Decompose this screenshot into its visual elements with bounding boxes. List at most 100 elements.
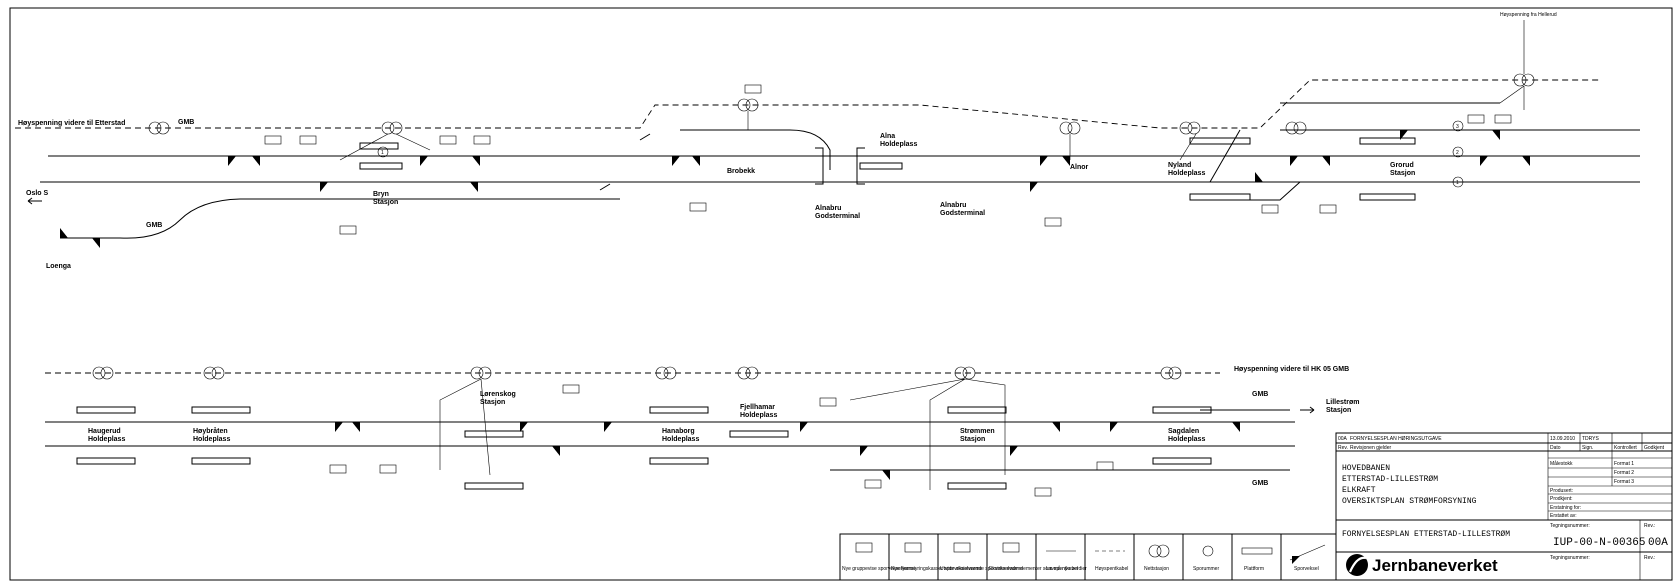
format-2: Format 2 xyxy=(1614,470,1634,476)
produsert-label: Produsert: xyxy=(1550,488,1573,494)
legend-item: Nye gruppevise sporvekselvarme xyxy=(842,566,916,572)
hv-label-left: Høyspenning videre til Etterstad xyxy=(18,120,125,127)
platform-nyland-1 xyxy=(1189,137,1251,145)
lorenskog-label: Lørenskog xyxy=(480,391,516,398)
legend-item: Sporveksel xyxy=(1294,566,1319,572)
title-line-4: OVERSIKTSPLAN STRØMFORSYNING xyxy=(1342,497,1477,506)
buffer-stop-2 xyxy=(599,133,651,191)
brobekk-label: Brobekk xyxy=(727,168,755,175)
legend-item: Nettstasjon xyxy=(1144,566,1169,572)
arrow-left-icon xyxy=(27,197,42,205)
lillestrom-label-2: Stasjon xyxy=(1326,407,1351,414)
legend-item: Sporummer xyxy=(1193,566,1219,572)
tegnr-label-2: Tegningsnummer: xyxy=(1550,555,1590,561)
hanaborg-label-2: Holdeplass xyxy=(662,436,699,443)
erstatning-label: Erstatning for: xyxy=(1550,505,1581,511)
platform-bryn xyxy=(359,162,403,170)
gmb-label-a: GMB xyxy=(1252,391,1268,398)
hv-cable-top xyxy=(15,79,1600,129)
track-numbers-bryn xyxy=(377,120,1464,188)
hdr-desc: Revisjonen gjelder xyxy=(1350,445,1391,451)
bottom-section: Høyspenning videre til HK 05 GMB Haugeru… xyxy=(45,366,1359,497)
loenga-label: Loenga xyxy=(46,263,71,270)
tegnr-label: Tegningsnummer: xyxy=(1550,523,1590,529)
buffer-stop xyxy=(815,147,865,185)
platforms-bottom xyxy=(76,406,1212,490)
track-loenga xyxy=(60,198,620,239)
alnabru-label-b: Alnabru xyxy=(940,202,966,209)
legend-item: Eksisterende elementer som må nye verdie… xyxy=(989,565,1087,572)
legend-item: Lavspentkabel xyxy=(1046,566,1078,572)
jernbaneverket-logo-icon xyxy=(1346,554,1368,576)
platform-nyland-2 xyxy=(1189,193,1251,201)
platform-grorud-1 xyxy=(1359,137,1416,145)
malestokk-label: Målestokk xyxy=(1550,460,1573,467)
hdr-godkj: Godkjent xyxy=(1644,445,1665,451)
legend-item: Plattform xyxy=(1244,566,1264,572)
track-number-label: 2 xyxy=(1456,150,1459,156)
drawing-frame xyxy=(9,7,1673,581)
sagdalen-label-2: Holdeplass xyxy=(1168,436,1205,443)
gmb-label-1: GMB xyxy=(178,119,194,126)
hanaborg-label: Hanaborg xyxy=(662,428,695,435)
track-number-label: 1 xyxy=(1456,180,1459,186)
rev-text: FORNYELSESPLAN HØRINGSUTGAVE xyxy=(1350,436,1442,442)
track-number-label: 3 xyxy=(1456,124,1459,130)
erstattet-label: Erstattet av: xyxy=(1550,513,1577,519)
format-3: Format 3 xyxy=(1614,479,1634,485)
nyland-label: Nyland xyxy=(1168,162,1191,169)
rev-date: 13.09.2010 xyxy=(1550,436,1575,442)
alna-label-2: Holdeplass xyxy=(880,141,917,148)
rev-value: 00A xyxy=(1648,537,1668,549)
sagdalen-label: Sagdalen xyxy=(1168,428,1199,435)
logo-text: Jernbaneverket xyxy=(1372,556,1498,575)
strommen-label-2: Stasjon xyxy=(960,436,985,443)
nyland-label-2: Holdeplass xyxy=(1168,170,1205,177)
lillestrom-label: Lillestrøm xyxy=(1326,399,1359,406)
grorud-label: Grorud xyxy=(1390,162,1414,169)
alnabru-label-b2: Godsterminal xyxy=(940,210,985,217)
hv-hellerud-label: Høyspenning fra Hellerud xyxy=(1500,12,1557,18)
arrow-right-icon xyxy=(1300,406,1315,414)
drawing-number: IUP-00-N-00365 xyxy=(1553,537,1645,549)
bryn-label-2: Stasjon xyxy=(373,199,398,206)
rev-label-2: Rev.: xyxy=(1644,555,1655,561)
legend-item: Høyspentkabel xyxy=(1095,566,1128,572)
gmb-label-b: GMB xyxy=(1252,480,1268,487)
track-brobekk xyxy=(680,129,831,170)
cabinets-bottom xyxy=(329,384,1114,497)
project-name: FORNYELSESPLAN ETTERSTAD-LILLESTRØM xyxy=(1342,530,1510,539)
strommen-label: Strømmen xyxy=(960,428,995,435)
hoybraten-label: Høybråten xyxy=(193,427,228,435)
bryn-label: Bryn xyxy=(373,191,389,198)
rev-code: 00A xyxy=(1338,436,1348,442)
format-1: Format 1 xyxy=(1614,461,1634,467)
prodkjent-label: Prodkjent: xyxy=(1550,496,1573,502)
legend: Nye gruppevise sporvekselvarme Nye fjern… xyxy=(839,533,1337,581)
hdr-sign: Sign. xyxy=(1582,445,1593,451)
alnabru-label: Alnabru xyxy=(815,205,841,212)
nettstasjon-symbols-top xyxy=(148,73,1535,135)
grorud-label-2: Stasjon xyxy=(1390,170,1415,177)
rev-sign: TDRYS xyxy=(1582,436,1600,442)
legend-item: Utvide eksisterende sporvekselvarme xyxy=(940,566,1023,572)
fjellhamar-label-2: Holdeplass xyxy=(740,412,777,419)
haugerud-label: Haugerud xyxy=(88,428,121,435)
hdr-kontr: Kontrollert xyxy=(1614,445,1637,451)
gmb-label-2: GMB xyxy=(146,222,162,229)
platform-alna xyxy=(859,162,903,170)
title-line-3: ELKRAFT xyxy=(1342,486,1376,495)
nettstasjon-symbols-bottom xyxy=(92,366,1182,380)
alnabru-label-2: Godsterminal xyxy=(815,213,860,220)
title-line-2: ETTERSTAD-LILLESTRØM xyxy=(1342,475,1438,484)
title-line-1: HOVEDBANEN xyxy=(1342,464,1390,473)
title-block: 00A FORNYELSESPLAN HØRINGSUTGAVE 13.09.2… xyxy=(1335,432,1673,581)
alnor-label: Alnor xyxy=(1070,164,1089,171)
hv-label-right: Høyspenning videre til HK 05 GMB xyxy=(1234,366,1349,373)
lorenskog-label-2: Stasjon xyxy=(480,399,505,406)
switches-bottom xyxy=(335,422,1240,480)
fjellhamar-label: Fjellhamar xyxy=(740,404,775,411)
top-section: 1 2 1 3 Høyspenning videre til Et xyxy=(15,12,1640,270)
alna-label: Alna xyxy=(880,133,895,140)
platform-grorud-2 xyxy=(1359,193,1416,201)
